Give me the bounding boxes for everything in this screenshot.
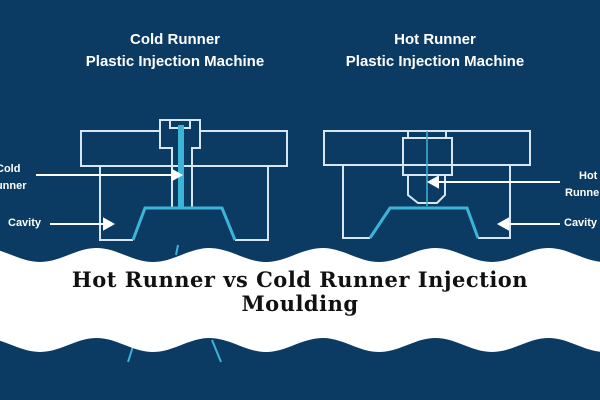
- cold-arrows: [36, 168, 184, 231]
- cold-cavity-label: Cavity: [8, 217, 42, 229]
- cold-title-line2: Plastic Injection Machine: [85, 53, 265, 70]
- hot-mold-body: [342, 165, 511, 239]
- cold-mold-body: [99, 166, 269, 241]
- hot-title-line2: Plastic Injection Machine: [345, 53, 525, 70]
- cold-runner-channel: [178, 125, 184, 209]
- cold-runner-label-line2: Runner: [0, 180, 27, 192]
- hot-title: Hot Runner Plastic Injection Machine: [305, 29, 565, 73]
- banner-title: Hot Runner vs Cold Runner Injection Moul…: [0, 268, 600, 316]
- cold-runner-label-line1: Cold: [0, 163, 21, 175]
- title-banner-background: [0, 248, 600, 352]
- hot-cavity-label: Cavity: [564, 217, 598, 229]
- hot-runner-label-line2: Runner: [565, 187, 600, 199]
- cold-runner-label: Cold Runner: [0, 161, 27, 195]
- banner-title-line1: Hot Runner vs Cold Runner Injection: [71, 267, 529, 292]
- cold-cavity-part: [131, 206, 237, 241]
- banner-title-line2: Moulding: [241, 291, 359, 316]
- hot-arrows: [426, 175, 560, 231]
- cold-title: Cold Runner Plastic Injection Machine: [45, 29, 305, 73]
- hot-runner-label-line1: Hot: [579, 170, 598, 182]
- hot-cavity-part: [368, 206, 480, 239]
- hot-runner-label: Hot Runner: [565, 168, 600, 202]
- cold-title-line1: Cold Runner: [130, 31, 220, 48]
- cold-runner-machine: [80, 119, 288, 241]
- hot-title-line1: Hot Runner: [394, 31, 476, 48]
